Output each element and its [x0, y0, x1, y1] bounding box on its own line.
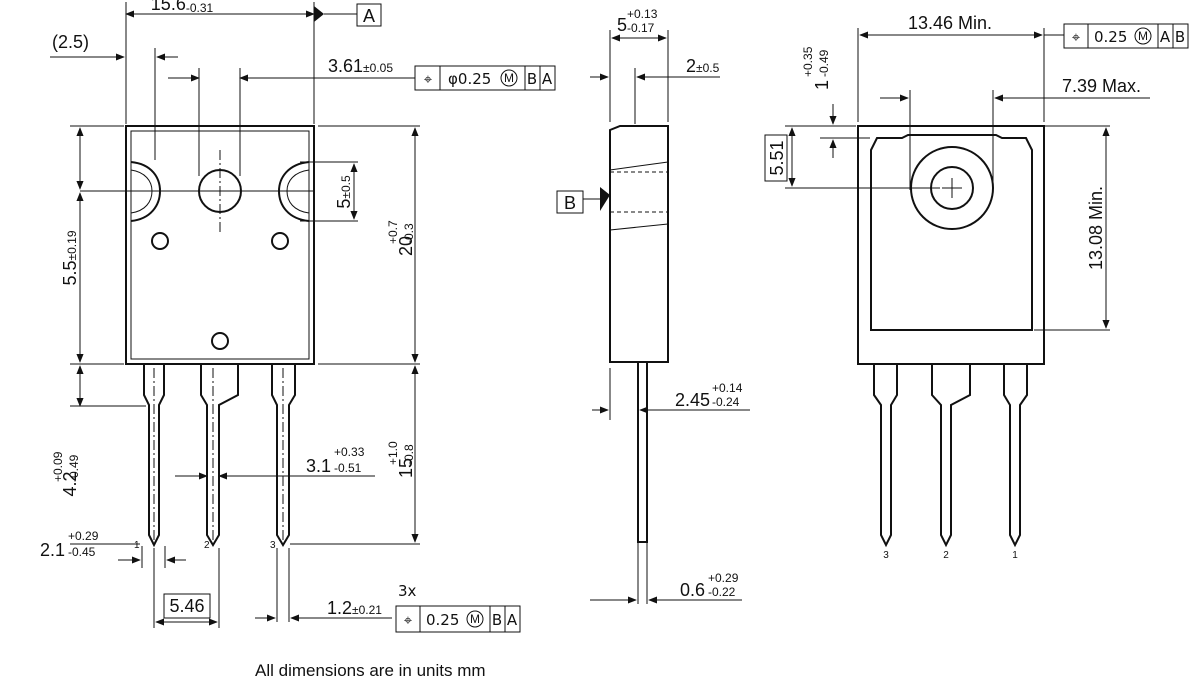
front-pin-3-label: 3	[270, 540, 276, 551]
svg-text:-0.49: -0.49	[817, 49, 831, 77]
back-pin-2-label: 2	[943, 550, 949, 561]
svg-text:B: B	[527, 70, 537, 88]
svg-text:+0.09: +0.09	[51, 451, 65, 482]
dim-pad-height: 13.08 Min.	[1086, 186, 1106, 270]
front-view: A 15.6-0.31 (2.5) 3.61±0.05 ⌖ φ0.25 M B …	[40, 0, 556, 633]
side-body-outline	[609, 125, 669, 363]
dim-hole-center-basic: 5.51	[767, 140, 787, 175]
ejector-mark-left	[151, 232, 169, 250]
dim-thickness: 5	[617, 15, 627, 35]
feature-count: 3x	[398, 582, 417, 600]
dim-body-width: 15.6-0.31	[151, 0, 214, 15]
svg-text:0.25: 0.25	[1094, 28, 1127, 46]
svg-text:-0.8: -0.8	[402, 444, 416, 465]
back-lead-3	[1003, 364, 1028, 548]
dim-lead-width: 3.1	[306, 456, 331, 476]
svg-text:+0.29: +0.29	[68, 529, 99, 543]
svg-text:+0.33: +0.33	[334, 445, 365, 459]
svg-text:⌖: ⌖	[404, 611, 413, 629]
back-pin-3-label: 3	[883, 550, 889, 561]
svg-text:+0.29: +0.29	[708, 571, 739, 585]
ejector-mark-bottom	[211, 332, 229, 350]
svg-text:-0.22: -0.22	[708, 585, 736, 599]
front-pin-1-label: 1	[134, 540, 140, 551]
front-pin-2-label: 2	[204, 540, 210, 551]
dim-lead-step: 4.2	[60, 471, 80, 496]
datum-b-box	[556, 190, 584, 214]
svg-text:A: A	[1160, 28, 1171, 46]
dim-pad-width: 13.46 Min.	[908, 13, 992, 33]
dim-lead-thickness: 0.6	[680, 580, 705, 600]
feature-control-frame-3: ⌖ 0.25 M A B	[1063, 23, 1189, 49]
dim-hole-width: 7.39 Max.	[1062, 76, 1141, 96]
datum-a-label: A	[363, 6, 375, 26]
front-body-outline	[125, 125, 315, 365]
side-lead	[637, 361, 648, 543]
dim-hole-spacing: 3.61±0.05	[328, 56, 393, 76]
svg-text:A: A	[542, 70, 553, 88]
dim-offset: (2.5)	[52, 32, 89, 52]
feature-control-frame-1: ⌖ φ0.25 M B A	[414, 65, 556, 91]
svg-text:⌖: ⌖	[1072, 28, 1081, 46]
dim-lead-offset: 2.45	[675, 390, 710, 410]
dim-left-height: 5.5±0.19	[60, 230, 80, 285]
hole-center-basic-box	[764, 134, 788, 182]
dim-pitch-basic: 5.46	[169, 596, 204, 616]
dim-body-height: 20	[396, 236, 416, 256]
svg-text:M: M	[504, 71, 514, 85]
datum-a-symbol	[314, 6, 324, 22]
back-view: 3 2 1 13.46 Min. ⌖ 0.25 M	[764, 13, 1189, 561]
svg-text:M: M	[470, 612, 480, 626]
dim-slot-height: 5±0.5	[334, 175, 354, 209]
back-lead-1	[873, 364, 898, 548]
svg-text:-0.51: -0.51	[334, 461, 362, 475]
svg-text:-0.49: -0.49	[67, 454, 81, 482]
datum-b-symbol	[600, 187, 610, 211]
back-body-outline	[857, 125, 1045, 365]
svg-text:B: B	[1175, 28, 1185, 46]
pitch-basic-box	[163, 593, 211, 619]
svg-text:+0.14: +0.14	[712, 381, 743, 395]
feature-control-frame-2: ⌖ 0.25 M B A	[395, 605, 521, 633]
dim-lead-base: 2.1	[40, 540, 65, 560]
svg-text:-0.17: -0.17	[627, 21, 655, 35]
svg-text:M: M	[1138, 29, 1148, 43]
dim-top-offset: 1	[812, 80, 832, 90]
svg-text:+0.13: +0.13	[627, 7, 658, 21]
side-view: B 5 +0.13 -0.17 2±0.5 2.45 +0.14 -0.24 0…	[556, 7, 750, 604]
dim-lead-length: 15	[396, 458, 416, 478]
back-lead-2	[931, 364, 971, 548]
front-body-inner-outline	[130, 130, 310, 360]
svg-text:+0.7: +0.7	[386, 220, 400, 244]
svg-text:-0.24: -0.24	[712, 395, 740, 409]
svg-text:φ0.25: φ0.25	[448, 70, 491, 88]
datum-a-box	[356, 3, 382, 27]
svg-text:0.25: 0.25	[426, 611, 459, 629]
svg-text:+1.0: +1.0	[386, 441, 400, 465]
svg-text:B: B	[492, 611, 502, 629]
dim-tab: 2±0.5	[686, 56, 720, 76]
units-note: All dimensions are in units mm	[255, 661, 486, 680]
back-pin-1-label: 1	[1012, 550, 1018, 561]
ejector-mark-right	[271, 232, 289, 250]
datum-b-label: B	[564, 193, 576, 213]
back-pad-outline	[870, 134, 1033, 331]
dim-lead-tip: 1.2±0.21	[327, 598, 382, 618]
lead-2	[200, 364, 239, 547]
svg-text:⌖: ⌖	[424, 70, 433, 88]
svg-text:+0.35: +0.35	[801, 46, 815, 77]
svg-text:-0.45: -0.45	[68, 545, 96, 559]
svg-text:-0.3: -0.3	[402, 223, 416, 244]
svg-text:A: A	[507, 611, 518, 629]
